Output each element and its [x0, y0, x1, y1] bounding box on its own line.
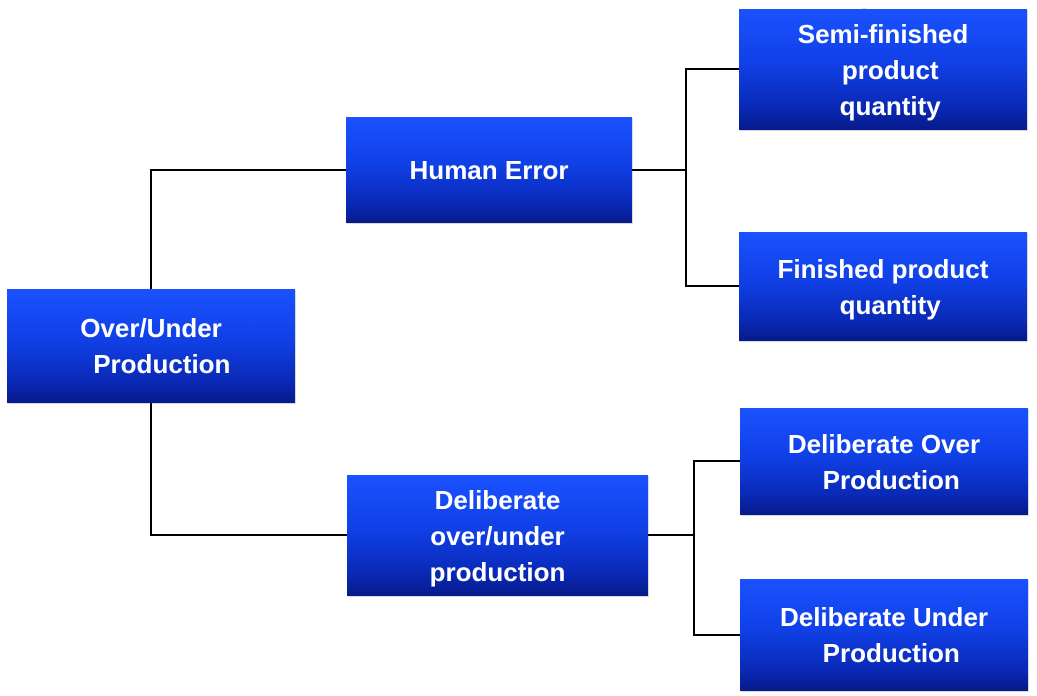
connector-human-error-bracket [685, 68, 740, 287]
leaf-node-semi-finished-label: Semi-finished product quantity [797, 18, 969, 121]
branch-node-deliberate-label: Deliberate over/under production [429, 484, 566, 587]
branch-node-deliberate: Deliberate over/under production [347, 475, 648, 596]
leaf-node-deliberate-under: Deliberate Under Production [740, 579, 1028, 691]
leaf-node-finished-label: Finished product quantity [777, 253, 989, 320]
leaf-node-deliberate-under-label: Deliberate Under Production [779, 602, 989, 668]
connector-root-to-deliberate [150, 403, 348, 536]
leaf-node-deliberate-over-label: Deliberate Over Production [787, 428, 981, 495]
leaf-node-deliberate-over: Deliberate Over Production [740, 408, 1028, 515]
root-node: Over/Under Production [7, 289, 295, 403]
leaf-node-finished: Finished product quantity [739, 232, 1027, 341]
branch-node-human-error-label: Human Error [409, 155, 569, 185]
branch-node-human-error: Human Error [346, 117, 632, 223]
connector-root-to-human-error [150, 169, 347, 289]
leaf-node-semi-finished: Semi-finished product quantity [739, 9, 1027, 130]
root-node-label: Over/Under Production [80, 313, 231, 379]
connector-deliberate-bracket [693, 460, 740, 636]
